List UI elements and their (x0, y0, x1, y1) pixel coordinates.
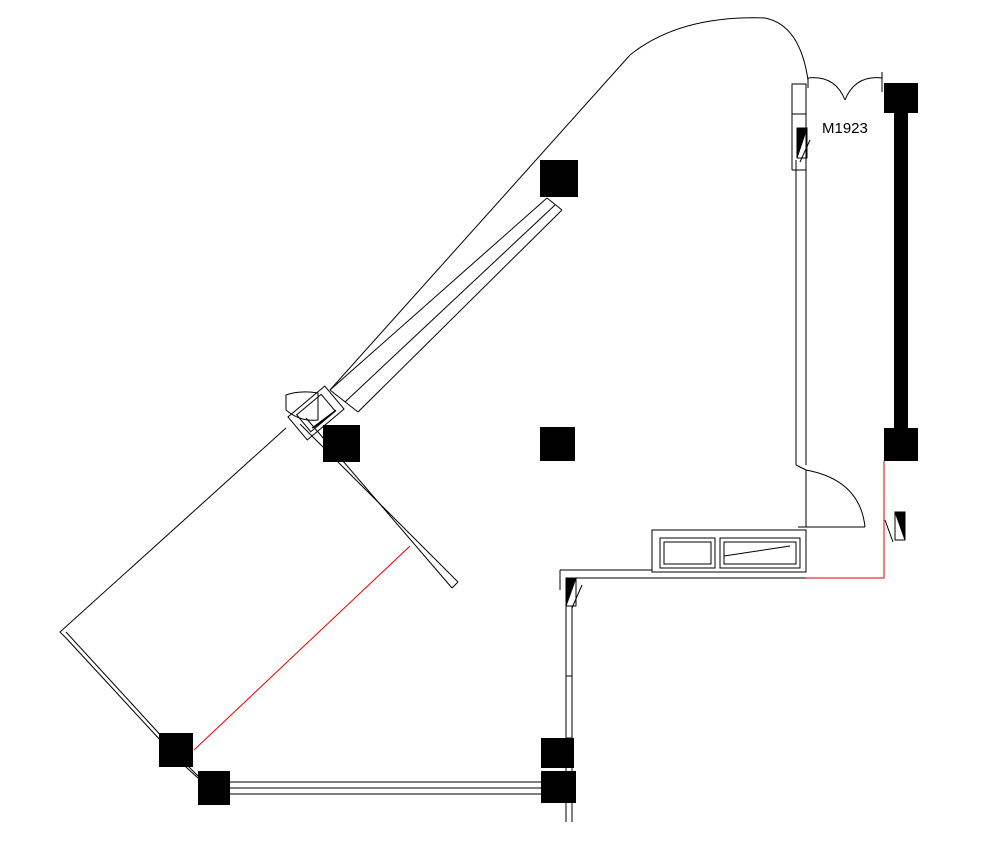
column (540, 160, 578, 197)
east-wall (795, 100, 807, 471)
east-wall-stub (791, 83, 807, 171)
diagonal-window (329, 197, 563, 413)
column (540, 427, 575, 461)
elevation-marker-top (796, 127, 811, 163)
column (541, 771, 576, 803)
curved-top-wall (329, 17, 809, 391)
boundary-line-diagonal (193, 545, 411, 751)
elevation-marker-right (884, 511, 906, 543)
structural-columns (159, 160, 578, 805)
column (541, 738, 574, 768)
column (884, 83, 918, 113)
exterior-thick-wall (884, 83, 918, 461)
southwest-room (59, 427, 287, 785)
counter-cabinet (651, 529, 807, 573)
column (884, 428, 918, 461)
south-window-wall (230, 781, 542, 795)
junction-door (285, 385, 345, 441)
door-tag: M1923 (822, 120, 868, 137)
south-ledge-wall (559, 569, 806, 590)
double-door-m1923 (807, 72, 883, 101)
boundary-line-east (806, 461, 885, 579)
column (323, 425, 360, 462)
column (159, 733, 193, 767)
swing-door-east (798, 469, 866, 528)
column (198, 771, 230, 805)
elevation-marker-mid (565, 577, 583, 609)
